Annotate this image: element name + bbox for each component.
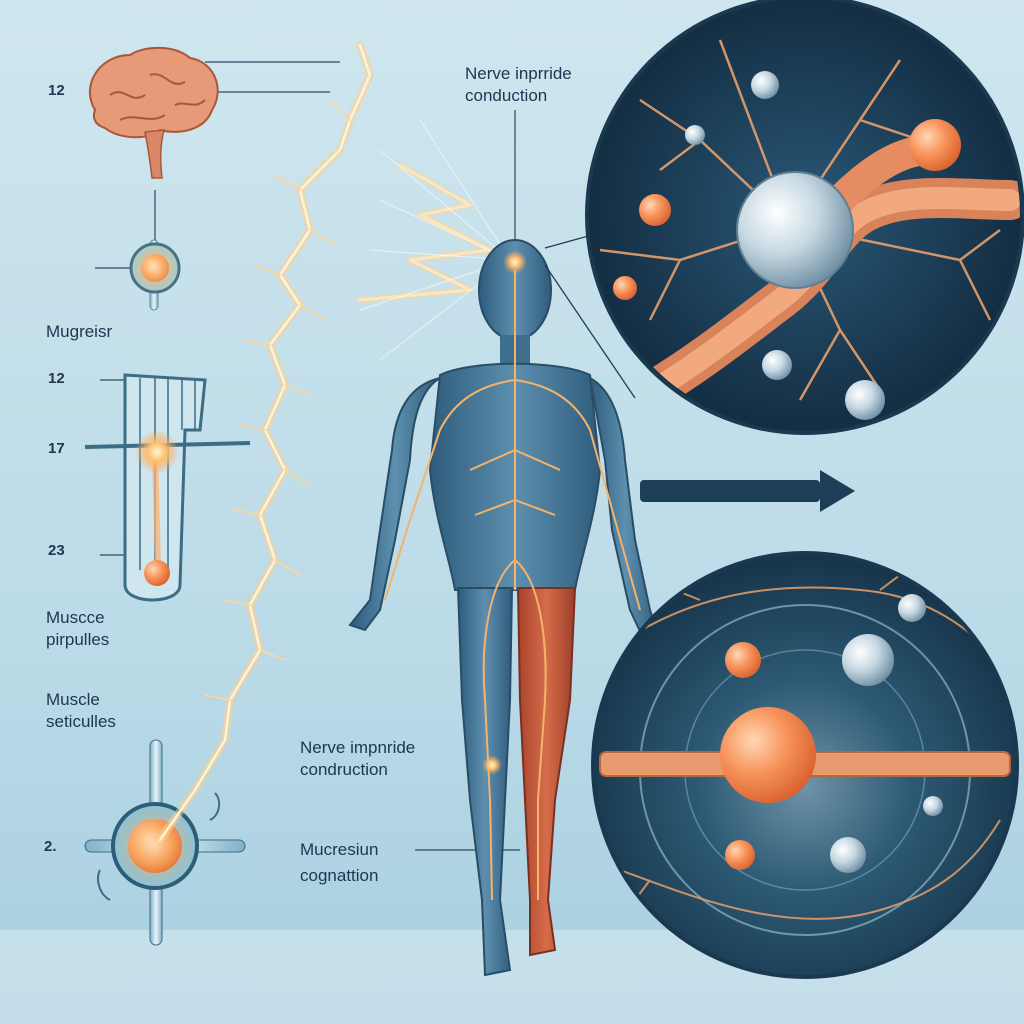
neuron-node-icon xyxy=(129,239,181,311)
magnified-neuron-view xyxy=(585,0,1024,435)
label-number-top: 12 xyxy=(48,82,65,99)
label-number-a: 12 xyxy=(48,370,65,387)
right-arrow-icon xyxy=(640,470,855,512)
label-muscle-2-line2: seticulles xyxy=(46,712,116,731)
label-top-nerve-line2: conduction xyxy=(465,86,548,105)
label-number-bottom: 2. xyxy=(44,838,57,855)
label-mid-nerve-line2: condruction xyxy=(300,760,388,779)
label-muscle-1-line2: pirpulles xyxy=(46,630,110,649)
label-muscle-2-line1: Muscle xyxy=(46,690,100,709)
brain-icon xyxy=(89,46,219,179)
synapse-node-icon xyxy=(84,739,246,946)
label-number-c: 23 xyxy=(48,542,65,559)
label-bottom-line2: cognattion xyxy=(300,866,379,885)
human-figure xyxy=(348,239,662,977)
label-bottom-line1: Mucresiun xyxy=(300,840,379,859)
magnified-synapse-view xyxy=(591,551,1019,979)
nerve-lightning xyxy=(156,41,494,844)
label-magnesium: Mugreisr xyxy=(46,322,113,341)
label-top-nerve-line1: Nerve inprride xyxy=(465,64,572,83)
energy-rays xyxy=(359,119,511,361)
label-mid-nerve-line1: Nerve impnride xyxy=(300,738,416,757)
label-number-b: 17 xyxy=(48,440,65,457)
muscle-fiber-icon xyxy=(84,373,251,602)
label-muscle-1-line1: Muscce xyxy=(46,608,105,627)
